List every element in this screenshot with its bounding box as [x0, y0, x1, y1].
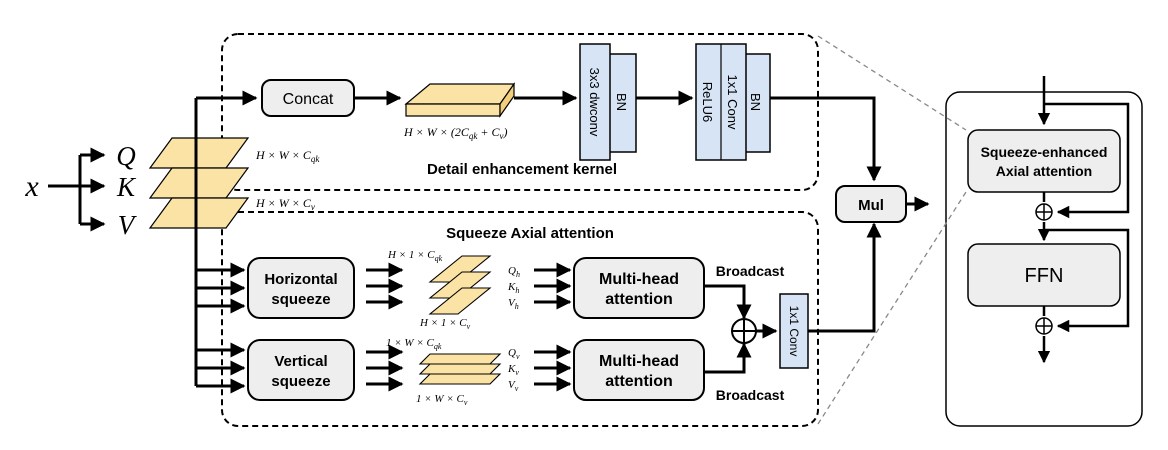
zoom-line-bottom	[817, 191, 967, 425]
block-add-icon-2	[1035, 317, 1053, 335]
horizontal-squeeze-box	[247, 257, 355, 319]
input-branch-lines	[48, 147, 106, 232]
squeeze-to-tensor-arrows	[366, 262, 404, 392]
vertical-dim-qk: 1 × W × Cqk	[386, 337, 442, 351]
input-v: V	[118, 210, 138, 240]
conv-bn-label: BN	[748, 93, 763, 111]
horizontal-tensor-stack	[428, 255, 492, 315]
vertical-dim-v: 1 × W × Cv	[416, 393, 468, 407]
qkv-dim-v: H × W × Cv	[255, 196, 315, 212]
squeeze-title: Squeeze Axial attention	[446, 225, 614, 242]
detail-title: Detail enhancement kernel	[427, 161, 617, 178]
qkv-to-mha-arrows	[534, 262, 572, 392]
qkv-tensor-stack	[148, 137, 250, 229]
dwconv-label: 3x3 dwconv	[587, 68, 602, 137]
vertical-tensor-stack	[418, 353, 502, 385]
qv-label: Qv	[508, 347, 520, 361]
vertical-squeeze-box	[247, 339, 355, 401]
vv-label: Vv	[508, 379, 519, 393]
squeeze-conv-box	[779, 293, 809, 369]
broadcast-bottom-label: Broadcast	[716, 387, 785, 403]
ffn-box	[967, 243, 1121, 307]
concat-label: Concat	[283, 91, 334, 108]
zoom-line-top	[817, 35, 967, 131]
mul-label: Mul	[858, 197, 884, 214]
broadcast-top-label: Broadcast	[716, 263, 785, 279]
kv-label: Kv	[507, 363, 519, 377]
mha-horizontal-box	[573, 257, 705, 319]
block-add-icon-1	[1035, 203, 1053, 221]
ffn-label: FFN	[1025, 265, 1064, 287]
mha-vertical-box	[573, 339, 705, 401]
squeeze-axial-region	[221, 211, 819, 427]
input-q: Q	[116, 141, 136, 171]
squeeze-conv-label: 1x1 Conv	[787, 306, 801, 357]
input-x: x	[24, 170, 39, 203]
broadcast-top-arrow	[704, 284, 752, 320]
concat-output-dim: H × W × (2Cqk + Cv)	[403, 125, 507, 141]
dwconv-box	[579, 43, 611, 161]
dwconv-bn-label: BN	[614, 93, 629, 111]
detail-enhancement-region	[221, 33, 819, 191]
relu6-label: ReLU6	[700, 82, 715, 122]
block-flow-lines	[1037, 76, 1130, 364]
trunk-lines	[194, 90, 258, 386]
input-k: K	[116, 172, 137, 202]
vh-label: Vh	[508, 297, 519, 311]
add-node-icon	[731, 318, 757, 344]
broadcast-bottom-arrow	[704, 342, 752, 374]
qh-label: Qh	[508, 265, 520, 279]
concat-output-tensor	[404, 82, 516, 118]
squeeze-to-mul-arrow	[808, 222, 882, 333]
horizontal-dim-qk: H × 1 × Cqk	[387, 249, 443, 263]
horizontal-dim-v: H × 1 × Cv	[419, 317, 471, 331]
kh-label: Kh	[507, 281, 519, 295]
detail-to-mul-arrow	[770, 96, 882, 182]
qkv-dim-qk: H × W × Cqk	[255, 148, 320, 164]
conv1x1-label: 1x1 Conv	[725, 75, 740, 130]
trunk-to-squeeze-arrows	[196, 262, 246, 394]
sea-box	[967, 129, 1121, 193]
